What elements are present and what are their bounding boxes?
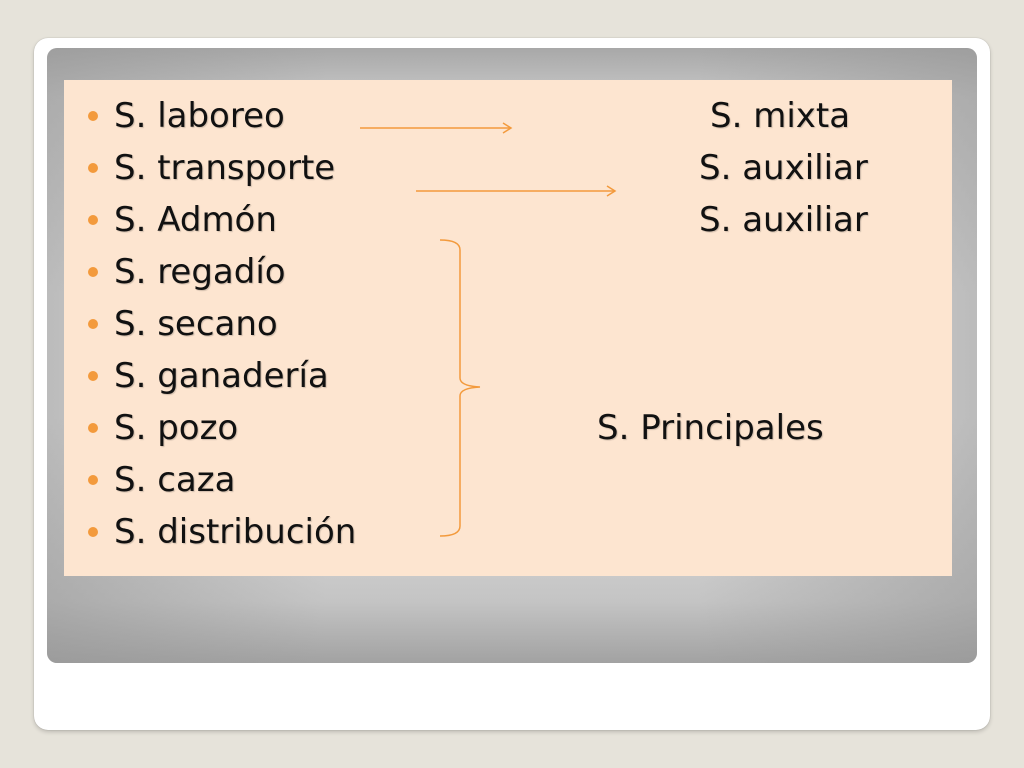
bullet-icon — [88, 527, 98, 537]
list-item: S. ganadería — [88, 350, 329, 402]
list-item-label: S. ganadería — [114, 356, 329, 396]
bullet-icon — [88, 111, 98, 121]
list-item-label: S. regadío — [114, 252, 286, 292]
bullet-icon — [88, 371, 98, 381]
content-box — [64, 80, 952, 576]
list-item: S. regadío — [88, 246, 286, 298]
bullet-icon — [88, 267, 98, 277]
bullet-icon — [88, 319, 98, 329]
label-auxiliar-transporte: S. auxiliar — [699, 148, 868, 188]
bullet-icon — [88, 215, 98, 225]
list-item-label: S. distribución — [114, 512, 357, 552]
list-item: S. transporte — [88, 142, 335, 194]
list-item-label: S. pozo — [114, 408, 239, 448]
list-item: S. laboreo — [88, 90, 285, 142]
list-item: S. Admón — [88, 194, 277, 246]
bullet-icon — [88, 163, 98, 173]
label-auxiliar-admon: S. auxiliar — [699, 200, 868, 240]
list-item: S. caza — [88, 454, 235, 506]
label-principales: S. Principales — [597, 408, 824, 448]
list-item-label: S. Admón — [114, 200, 277, 240]
list-item: S. distribución — [88, 506, 356, 558]
bullet-icon — [88, 475, 98, 485]
list-item-label: S. caza — [114, 460, 236, 500]
list-item: S. pozo — [88, 402, 238, 454]
list-item: S. secano — [88, 298, 278, 350]
list-item-label: S. transporte — [114, 148, 336, 188]
list-item-label: S. secano — [114, 304, 278, 344]
label-mixta: S. mixta — [710, 96, 851, 136]
bullet-icon — [88, 423, 98, 433]
list-item-label: S. laboreo — [114, 96, 285, 136]
